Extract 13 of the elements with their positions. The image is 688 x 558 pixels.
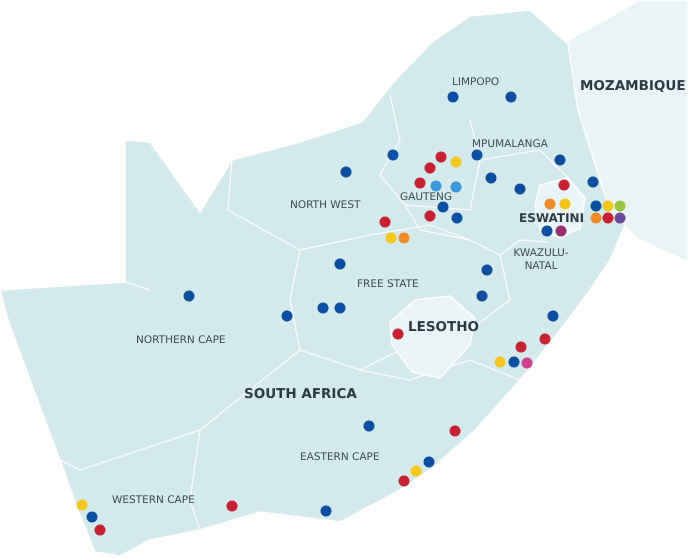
region-label: FREE STATE xyxy=(357,278,419,291)
country-label: MOZAMBIQUE xyxy=(580,80,686,93)
country-label: ESWATINI xyxy=(519,212,584,225)
region-label: WESTERN CAPE xyxy=(112,494,195,507)
region-label: EASTERN CAPE xyxy=(300,451,380,464)
region-label: MPUMALANGA xyxy=(472,138,548,151)
region-label: GAUTENG xyxy=(400,191,452,204)
region-label: LIMPOPO xyxy=(452,76,500,89)
country-label: LESOTHO xyxy=(408,321,480,334)
country-label: SOUTH AFRICA xyxy=(244,388,357,401)
region-label: NORTH WEST xyxy=(290,199,360,212)
region-label: NORTHERN CAPE xyxy=(136,334,226,347)
region-label: KWAZULU-NATAL xyxy=(512,247,570,273)
